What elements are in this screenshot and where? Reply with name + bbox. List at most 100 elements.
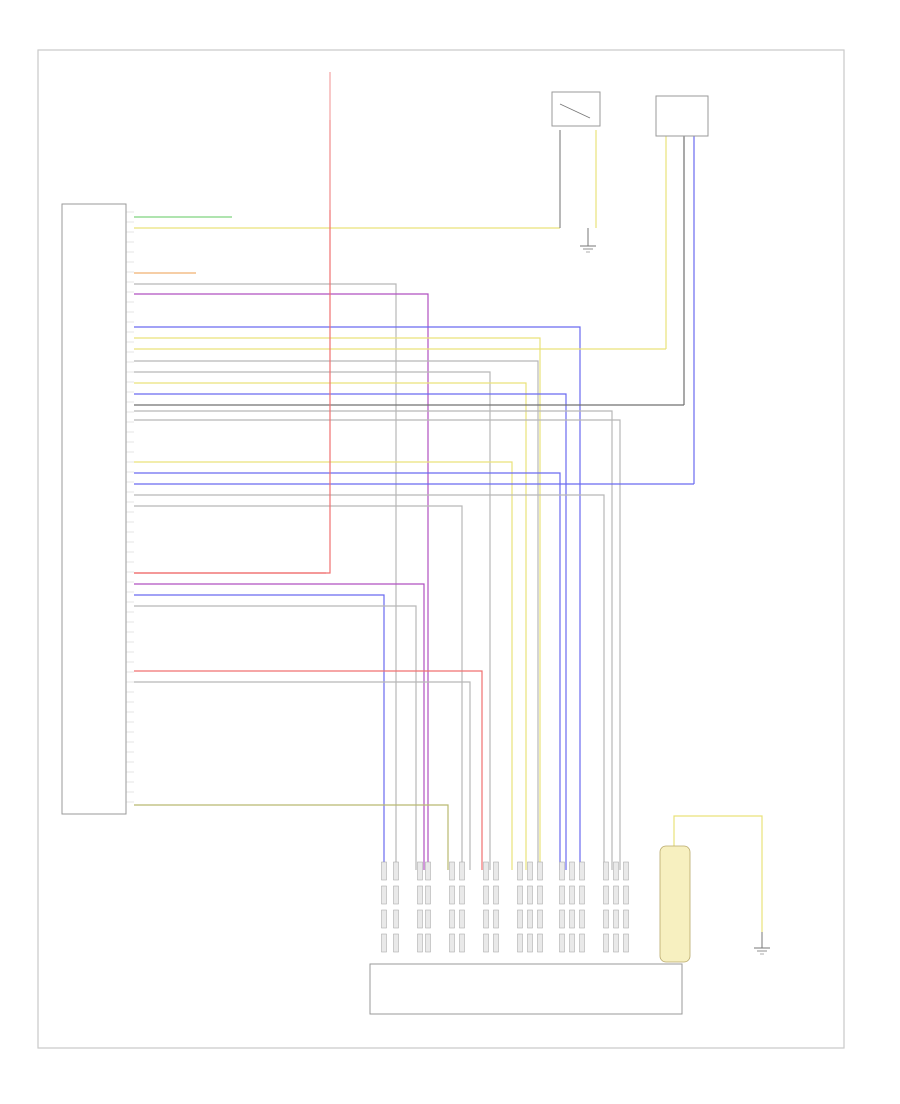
terminal-pin — [527, 909, 533, 929]
terminal-pin — [417, 861, 423, 881]
wire-25 — [134, 681, 471, 870]
terminal-pin — [493, 885, 499, 905]
terminal-pin — [459, 909, 465, 929]
wire-4 — [134, 293, 429, 870]
wire-9 — [134, 371, 491, 870]
right-module — [655, 95, 709, 137]
terminal-pin — [537, 909, 543, 929]
wire-10 — [134, 382, 527, 870]
terminal-pin — [579, 933, 585, 953]
terminal-pin — [569, 885, 575, 905]
terminal-pin — [559, 885, 565, 905]
terminal-pin — [425, 885, 431, 905]
terminal-pin — [569, 933, 575, 953]
wire-fuse-ground — [673, 815, 763, 932]
terminal-pin — [425, 933, 431, 953]
terminal-pin — [459, 885, 465, 905]
terminal-pin — [393, 885, 399, 905]
terminal-pin — [483, 909, 489, 929]
terminal-pin — [603, 909, 609, 929]
terminal-pin — [613, 861, 619, 881]
terminal-pin — [493, 933, 499, 953]
main-module-box — [61, 203, 127, 815]
terminal-pin — [559, 933, 565, 953]
terminal-pin — [449, 909, 455, 929]
terminal-pin — [425, 909, 431, 929]
terminal-pin — [381, 885, 387, 905]
terminal-pin — [517, 885, 523, 905]
ground-symbol-2 — [754, 932, 770, 955]
terminal-pin — [623, 933, 629, 953]
terminal-pin — [459, 933, 465, 953]
wire-16 — [134, 472, 561, 870]
wire-13 — [134, 410, 613, 870]
terminal-pin — [449, 933, 455, 953]
wire-riser-red — [134, 120, 331, 574]
wire-26 — [134, 804, 449, 870]
terminal-pin — [381, 933, 387, 953]
switch — [551, 91, 601, 127]
terminal-pin — [449, 885, 455, 905]
ground-symbol-1 — [580, 228, 596, 253]
wire-11 — [134, 393, 567, 870]
wire-3 — [134, 283, 397, 870]
wire-14 — [134, 419, 621, 870]
wire-8 — [134, 360, 539, 870]
terminal-pin — [559, 909, 565, 929]
diagram-frame — [37, 49, 845, 1049]
terminal-pin — [527, 861, 533, 881]
terminal-pin — [603, 933, 609, 953]
terminal-pin — [613, 885, 619, 905]
terminal-pin — [381, 861, 387, 881]
terminal-pin — [393, 933, 399, 953]
terminal-pin — [449, 861, 455, 881]
terminal-pin — [417, 909, 423, 929]
terminal-pin — [527, 885, 533, 905]
terminal-pin — [569, 861, 575, 881]
terminal-pin — [569, 909, 575, 929]
terminal-pin — [579, 885, 585, 905]
wire-24 — [134, 670, 483, 870]
terminal-pin — [559, 861, 565, 881]
wire-5 — [134, 326, 581, 870]
terminal-pin — [417, 885, 423, 905]
terminal-pin — [483, 933, 489, 953]
terminal-pin — [527, 933, 533, 953]
bottom-terminals-layer — [381, 861, 629, 953]
terminal-pin — [517, 909, 523, 929]
terminal-pin — [393, 861, 399, 881]
wire-23 — [134, 605, 417, 870]
terminal-pin — [517, 861, 523, 881]
terminal-pin — [579, 909, 585, 929]
terminal-pin — [483, 885, 489, 905]
terminal-pin — [603, 861, 609, 881]
terminal-pin — [425, 861, 431, 881]
terminal-pin — [493, 909, 499, 929]
wire-6 — [134, 337, 541, 870]
terminal-pin — [493, 861, 499, 881]
terminal-pin — [483, 861, 489, 881]
terminal-pin — [393, 909, 399, 929]
wire-19 — [134, 505, 463, 870]
terminal-pin — [537, 861, 543, 881]
wire-15 — [134, 461, 513, 870]
terminal-pin — [579, 861, 585, 881]
terminal-pin — [603, 885, 609, 905]
terminal-pin — [613, 909, 619, 929]
terminal-pin — [623, 909, 629, 929]
terminal-pin — [613, 933, 619, 953]
terminal-pin — [417, 933, 423, 953]
terminal-pin — [537, 933, 543, 953]
bottom-module — [369, 963, 683, 1015]
wire-21 — [134, 583, 425, 870]
terminal-pin — [623, 885, 629, 905]
wires-layer — [134, 120, 763, 932]
terminal-pin — [381, 909, 387, 929]
wire-22 — [134, 594, 385, 870]
wire-18 — [134, 494, 605, 870]
fuse-block — [659, 845, 691, 963]
terminal-pin — [517, 933, 523, 953]
terminal-pin — [537, 885, 543, 905]
